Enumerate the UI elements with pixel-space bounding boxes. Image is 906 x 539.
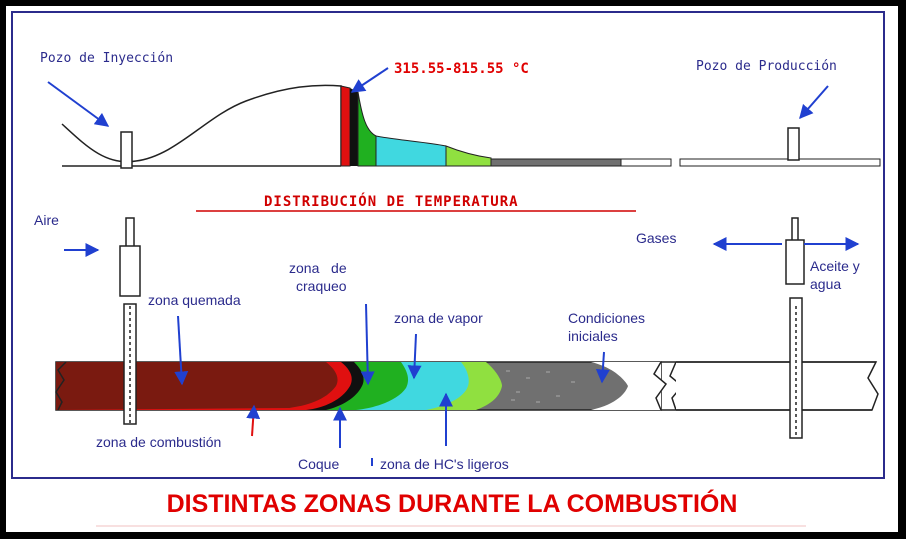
initial-conditions-label-line1: Condiciones xyxy=(568,310,646,326)
combustion-diagram xyxy=(11,11,885,527)
injection-well-pipe xyxy=(119,217,141,425)
production-well-post xyxy=(787,127,800,161)
combustion-zone-label: zona de combustión xyxy=(96,434,222,450)
temperature-distribution-title: DISTRIBUCIÓN DE TEMPERATURA xyxy=(264,194,519,210)
temperature-profile xyxy=(47,67,881,212)
reservoir-section xyxy=(55,217,879,527)
light-hc-zone-label: zona de HC's ligeros xyxy=(380,456,509,472)
coke-label: Coque xyxy=(298,456,340,472)
main-title: DISTINTAS ZONAS DURANTE LA COMBUSTIÓN xyxy=(166,490,738,518)
production-well-pipe xyxy=(785,217,805,439)
inner-border xyxy=(11,11,885,479)
initial-conditions-label-line2: iniciales xyxy=(568,328,618,344)
temperature-range-label: 315.55-815.55 °C xyxy=(394,61,529,77)
gases-label: Gases xyxy=(636,230,677,246)
air-label: Aire xyxy=(34,212,59,228)
oil-water-label-line2: agua xyxy=(810,276,842,292)
burned-zone-label: zona quemada xyxy=(148,292,241,308)
oil-water-label-line1: Aceite y xyxy=(810,258,860,274)
diagram-frame: Pozo de Inyección 315.55-815.55 °C Pozo … xyxy=(6,6,898,532)
cracking-zone-label-line1: zona de xyxy=(289,260,347,276)
cracking-zone-label-line2: craqueo xyxy=(296,278,347,294)
vapor-zone-label: zona de vapor xyxy=(394,310,483,326)
injection-well-label: Pozo de Inyección xyxy=(40,51,174,66)
injection-well-post xyxy=(120,131,133,169)
production-well-label: Pozo de Producción xyxy=(696,59,837,74)
